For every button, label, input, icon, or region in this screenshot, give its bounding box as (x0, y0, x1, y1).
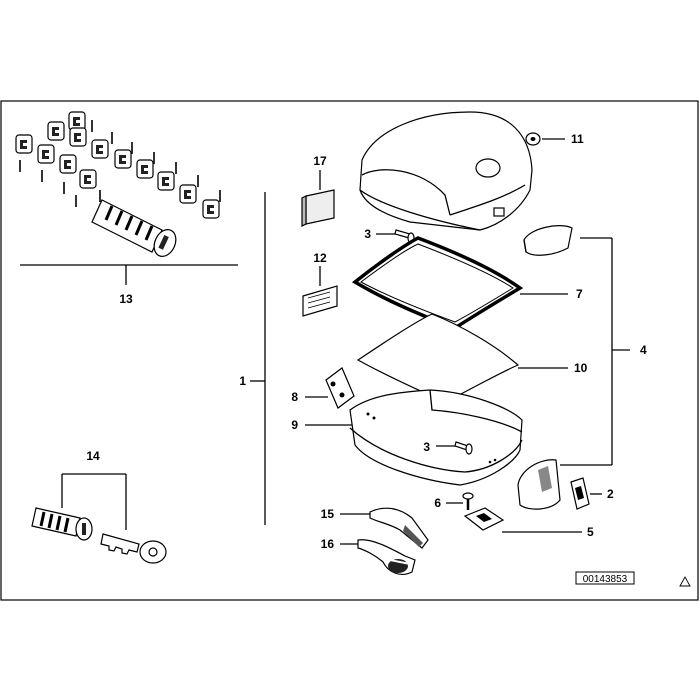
tumbler-springs (19, 120, 221, 207)
latch-cover-group: 4 (517, 225, 647, 510)
callout-11: 11 (571, 132, 584, 146)
lock-washer: 11 (525, 132, 584, 146)
lock-tumblers (15, 111, 220, 219)
mounting-plate: 5 (463, 507, 594, 539)
callout-13: 13 (119, 292, 133, 306)
trim-strip: 15 (321, 507, 429, 549)
owners-manual: 17 (301, 154, 335, 227)
callout-15: 15 (321, 507, 335, 521)
callout-7: 7 (576, 287, 583, 301)
lock-cylinder (91, 199, 177, 257)
carry-handle: 16 (321, 537, 416, 575)
seal-gasket: 7 (351, 236, 583, 330)
small-screw: 6 (434, 492, 474, 510)
hinge: 8 (291, 367, 355, 409)
callout-3-upper: 3 (364, 227, 371, 241)
screw-upper: 3 (364, 227, 415, 244)
cylinder-key-group: 14 (31, 449, 167, 564)
latch-cover-bottom (517, 459, 561, 510)
drawing-number: 00143853 (575, 571, 635, 585)
callout-10: 10 (574, 361, 588, 375)
callout-2: 2 (607, 487, 614, 501)
callout-14: 14 (86, 449, 100, 463)
latch-cover-top (523, 225, 573, 256)
callout-9: 9 (291, 418, 298, 432)
lock-cylinder-small (31, 507, 93, 541)
callout-1: 1 (239, 374, 246, 388)
inner-mat: 10 (356, 313, 588, 403)
latch-hook: 2 (570, 477, 614, 510)
callout-3-lower: 3 (423, 440, 430, 454)
callout-6: 6 (434, 496, 441, 510)
drawing-number-text: 00143853 (583, 574, 628, 585)
callout-17: 17 (313, 154, 327, 168)
lid-latch (493, 207, 505, 217)
diagram-border (0, 100, 699, 601)
key-set-group: 13 (15, 111, 238, 306)
callout-4: 4 (640, 343, 647, 357)
callout-12: 12 (313, 251, 327, 265)
screw-lower: 3 (423, 440, 473, 455)
topcase-lid (359, 111, 533, 231)
callout-16: 16 (321, 537, 335, 551)
callout-8: 8 (291, 390, 298, 404)
callout-5: 5 (587, 525, 594, 539)
label-sticker: 12 (302, 251, 338, 317)
key (100, 533, 167, 564)
topcase-base (349, 389, 523, 486)
lid-lock-hole (475, 158, 501, 178)
warning-triangle-icon (679, 576, 691, 587)
